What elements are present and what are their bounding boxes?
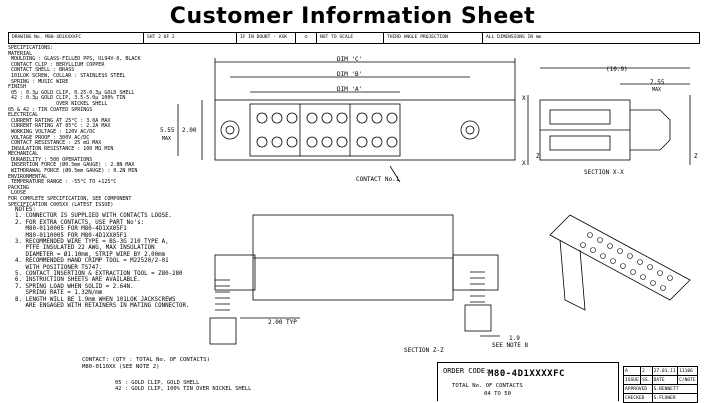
order-code-value: M80-4D1XXXXFC	[488, 369, 565, 379]
page-title: Customer Information Sheet	[169, 4, 536, 29]
dim-a-label: DIM 'A'	[337, 86, 362, 93]
total-contacts-label: TOTAL No. OF CONTACTS	[452, 383, 523, 389]
table-row: CHECKED S.FLOWER	[623, 393, 699, 403]
isometric-contact-holes	[580, 232, 673, 291]
jackscrew-left	[220, 120, 240, 140]
contact-holes	[256, 112, 398, 148]
not-to-scale: NOT TO SCALE	[317, 33, 384, 43]
notes-text: NOTES: 1. CONNECTOR IS SUPPLIED WITH CON…	[15, 207, 190, 310]
dim-c-label: DIM 'C'	[337, 56, 362, 63]
section-zz-label: SECTION Z-Z	[404, 347, 444, 354]
dim-b-label: DIM 'B'	[337, 71, 362, 78]
order-code-box: ORDER CODE: M80-4D1XXXXFC TOTAL No. OF C…	[437, 362, 619, 401]
section-xx-label: SECTION X-X	[584, 169, 624, 176]
contacts-range: 04 TO 50	[484, 391, 511, 397]
projection: THIRD ANGLE PROJECTION	[384, 33, 483, 43]
contact-callout: CONTACT: (QTY : TOTAL No. OF CONTACTS) M…	[82, 357, 210, 370]
dim-10-9: (10.9)	[606, 66, 628, 73]
section-zz-flange-right	[452, 254, 499, 291]
table-row: A 2 27.01.11 11106	[622, 366, 698, 376]
connector-body-outline	[214, 99, 516, 161]
finish-callout: 05 : GOLD CLIP, GOLD SHELL 42 : GOLD CLI…	[115, 380, 252, 393]
x-marker-top: X	[522, 95, 526, 102]
spring-right	[464, 271, 492, 332]
drawing-number: DRAWING No. M80-4D1XXXXFC	[9, 33, 144, 43]
contact-no-label: CONTACT No.1	[356, 176, 400, 183]
table-row: ISSUE SS. DATE C/NOTE	[622, 375, 698, 385]
z-marker-left: Z	[536, 153, 540, 160]
spring-left	[209, 279, 237, 345]
dim-7-55: 7.55	[650, 79, 665, 86]
dim-max: MAX	[162, 136, 171, 142]
order-code-label: ORDER CODE:	[443, 367, 490, 375]
copyright-icon: ©	[296, 33, 317, 43]
section-zz-body	[252, 214, 454, 301]
sheet-number: SHT 2 OF 2	[144, 33, 237, 43]
connector-moulding	[249, 103, 401, 157]
section-zz-flange-left	[214, 254, 256, 291]
revision-table: A 2 27.01.11 11106 ISSUE SS. DATE C/NOTE…	[622, 366, 699, 403]
dimensions-note: ALL DIMENSIONS IN mm	[486, 35, 542, 40]
isometric-connector	[549, 214, 691, 301]
dim-2-00-typ: 2.00 TYP	[268, 319, 297, 326]
jackscrew-right	[460, 120, 480, 140]
see-note-8: SEE NOTE 8	[492, 342, 529, 349]
dim-max-2: MAX	[652, 87, 661, 93]
x-marker-bottom: X	[522, 160, 526, 167]
title-block-header: DRAWING No. M80-4D1XXXXFC SHT 2 OF 2 IF …	[8, 32, 700, 44]
if-in-doubt: IF IN DOUBT - ASK	[237, 33, 296, 43]
specifications-text: SPECIFICATIONS: MATERIAL MOULDING : GLAS…	[8, 45, 141, 208]
z-marker-right: Z	[694, 153, 698, 160]
dim-2-00: 2.00	[182, 127, 197, 134]
dim-1-9: 1.9	[509, 335, 520, 342]
dim-5-55: 5.55	[160, 127, 175, 134]
table-row: APPROVED S.BENNETT	[623, 384, 699, 394]
